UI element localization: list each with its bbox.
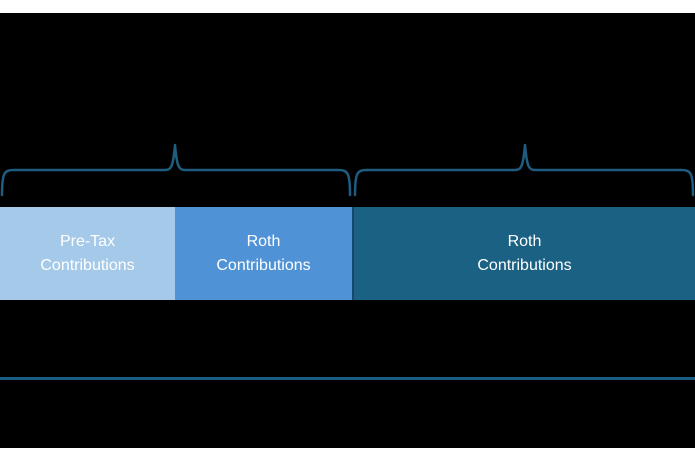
bar-label: Contributions (40, 256, 135, 274)
bar-roth-contributions-right: Roth Contributions (352, 207, 695, 300)
brace-group (0, 143, 695, 197)
bar-segment-row: Pre-Tax Contributions Roth Contributions… (0, 207, 695, 300)
top-margin (0, 0, 695, 13)
bar-pretax-contributions: Pre-Tax Contributions (0, 207, 175, 300)
bar-label: Pre-Tax (59, 232, 116, 250)
bar-label: Roth (246, 232, 281, 250)
bar-label: Roth (507, 232, 542, 250)
bar-label: Contributions (477, 256, 572, 274)
left-brace-icon (0, 143, 352, 197)
bar-label: Contributions (216, 256, 311, 274)
bar-roth-contributions-left: Roth Contributions (175, 207, 352, 300)
bottom-margin (0, 448, 695, 462)
right-brace-icon (353, 143, 695, 197)
baseline-divider (0, 377, 695, 380)
